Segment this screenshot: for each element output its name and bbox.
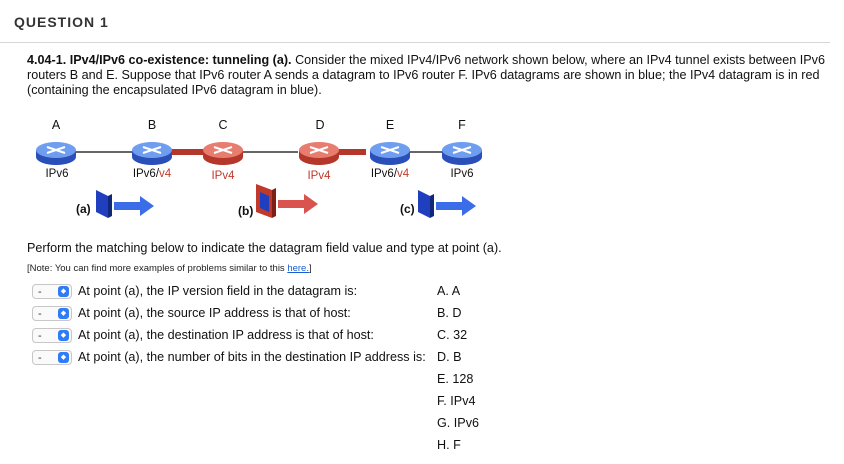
match-prompt-2: At point (a), the source IP address is t…: [78, 306, 351, 320]
router-f-icon: [442, 142, 482, 165]
chevron-updown-icon: ◆: [58, 330, 69, 341]
router-c-type: IPv4: [211, 170, 235, 182]
answer-item: H. F: [437, 438, 461, 452]
answer-item: B. D: [437, 306, 462, 320]
match-prompt-4: At point (a), the number of bits in the …: [78, 350, 426, 364]
router-e-type: IPv6/v4: [370, 168, 410, 180]
router-a-name: A: [51, 118, 61, 132]
match-select-4[interactable]: -◆: [32, 350, 72, 365]
instruction-text: Perform the matching below to indicate t…: [27, 241, 502, 255]
answer-item: G. IPv6: [437, 416, 479, 430]
answer-item: E. 128: [437, 372, 474, 386]
router-b-type: IPv6/v4: [132, 168, 172, 180]
note: [Note: You can find more examples of pro…: [27, 263, 312, 274]
answer-item: C. 32: [437, 328, 468, 342]
question-prompt: 4.04-1. IPv4/IPv6 co-existence: tunnelin…: [27, 53, 837, 98]
router-d-type: IPv4: [307, 170, 331, 182]
here-link[interactable]: here.: [287, 263, 309, 274]
answer-item: F. IPv4: [437, 394, 476, 408]
match-prompt-3: At point (a), the destination IP address…: [78, 328, 374, 342]
ipv6-datagram-arrow-icon: [96, 190, 154, 218]
answer-list: A. A B. D C. 32 D. B E. 128 F. IPv4 G. I…: [437, 284, 479, 460]
answer-item: D. B: [437, 350, 462, 364]
ipv4-datagram-arrow-icon: [256, 184, 318, 218]
match-select-1[interactable]: -◆: [32, 284, 72, 299]
router-a-icon: [36, 142, 76, 165]
chevron-updown-icon: ◆: [58, 352, 69, 363]
network-diagram: A IPv6 B IPv6/v4 C IPv4 D IPv4 E IPv: [30, 118, 500, 228]
point-b-label: (b): [238, 204, 254, 218]
router-b-icon: [132, 142, 172, 165]
match-row-4: -◆ At point (a), the number of bits in t…: [32, 350, 428, 365]
router-c-icon: [203, 142, 243, 165]
question-title: QUESTION 1: [14, 14, 109, 30]
answer-item: A. A: [437, 284, 461, 298]
point-a-label: (a): [76, 202, 91, 216]
router-e-name: E: [385, 118, 395, 132]
router-e-icon: [370, 142, 410, 165]
router-f-type: IPv6: [450, 168, 474, 180]
match-select-2[interactable]: -◆: [32, 306, 72, 321]
question-body: Consider the mixed IPv4/IPv6 network sho…: [27, 53, 825, 97]
router-a-type: IPv6: [45, 168, 69, 180]
point-c-label: (c): [400, 202, 415, 216]
chevron-updown-icon: ◆: [58, 286, 69, 297]
match-prompt-1: At point (a), the IP version field in th…: [78, 284, 358, 298]
match-row-3: -◆ At point (a), the destination IP addr…: [32, 328, 428, 343]
ipv6-datagram-arrow-icon: [418, 190, 476, 218]
router-b-name: B: [147, 118, 157, 132]
router-c-name: C: [218, 118, 228, 132]
question-heading: 4.04-1. IPv4/IPv6 co-existence: tunnelin…: [27, 53, 292, 67]
router-d-name: D: [315, 118, 325, 132]
chevron-updown-icon: ◆: [58, 308, 69, 319]
match-select-3[interactable]: -◆: [32, 328, 72, 343]
question-header: QUESTION 1: [0, 0, 830, 43]
router-d-icon: [299, 142, 339, 165]
match-row-2: -◆ At point (a), the source IP address i…: [32, 306, 428, 321]
router-f-name: F: [458, 118, 466, 132]
match-row-1: -◆ At point (a), the IP version field in…: [32, 284, 428, 299]
